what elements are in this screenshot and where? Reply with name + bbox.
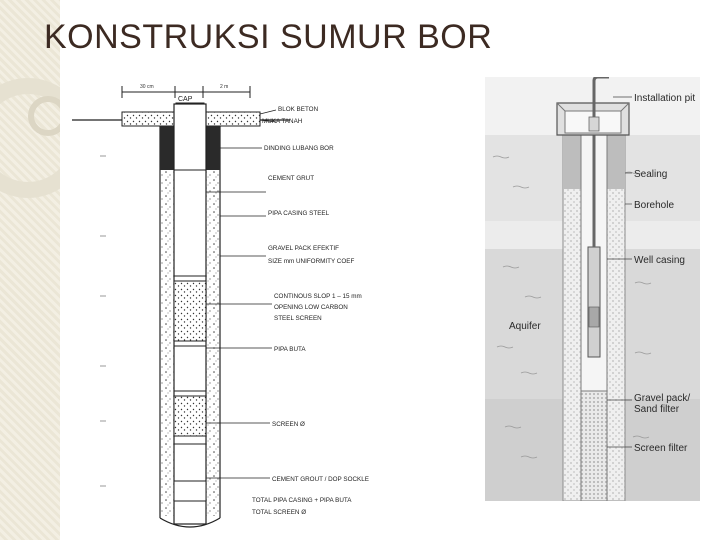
label-total-screen: TOTAL SCREEN Ø — [252, 509, 306, 516]
cement-grout-left — [160, 126, 174, 170]
label-opening-low-carbon: OPENING LOW CARBON — [274, 304, 348, 311]
slide-title: KONSTRUKSI SUMUR BOR — [44, 18, 493, 56]
label-size-uniformity: SIZE mm UNIFORMITY COEF — [268, 258, 354, 265]
cap-label: CAP — [178, 96, 193, 103]
concrete-block-right — [203, 111, 261, 127]
well-construction-drawing: 30 cm 2 m CAP — [60, 66, 420, 530]
label-gravel-pack: GRAVEL PACK EFEKTIF — [268, 245, 339, 252]
label-cement-grut: CEMENT GRUT — [268, 175, 314, 182]
label-continous-slop: CONTINOUS SLOP 1 – 15 mm — [274, 293, 362, 300]
soil-texture-marks — [492, 155, 652, 459]
label-well-casing: Well casing — [634, 255, 685, 266]
bottom-plug — [173, 480, 207, 502]
drawing-background — [60, 66, 420, 530]
illustration-leader-lines — [607, 96, 632, 448]
label-sealing: Sealing — [634, 169, 667, 180]
label-steel-screen: STEEL SCREEN — [274, 315, 322, 322]
label-cement-grout-dop: CEMENT GROUT / DOP SOCKLE — [272, 476, 369, 483]
screen-section — [173, 280, 207, 342]
scale-marks — [100, 155, 106, 487]
screen-filter — [580, 390, 608, 501]
concrete-block-left — [121, 111, 177, 127]
label-gravel-pack: Gravel pack/ — [634, 393, 690, 404]
label-screen-filter: Screen filter — [634, 443, 688, 454]
outlet-pipe — [592, 77, 609, 117]
screen-section — [173, 395, 207, 437]
submersible-pump — [587, 246, 601, 358]
cement-grout-right — [206, 126, 220, 170]
label-pipa-casing-steel: PIPA CASING STEEL — [268, 210, 330, 217]
label-dinding-lubang-bor: DINDING LUBANG BOR — [264, 145, 334, 152]
label-muka-tanah: MUKA TANAH — [262, 118, 303, 125]
label-blok-beton: BLOK BETON — [278, 106, 319, 113]
dimension-label: 30 cm — [140, 84, 154, 90]
illustration-labels: Installation pit Sealing Borehole Well c… — [509, 93, 695, 454]
label-total-pipa-casing: TOTAL PIPA CASING + PIPA BUTA — [252, 497, 352, 504]
drawing-labels: BLOK BETON MUKA TANAH DINDING LUBANG BOR… — [252, 106, 369, 516]
label-screen: SCREEN Ø — [272, 421, 305, 428]
label-borehole: Borehole — [634, 200, 674, 211]
label-pipa-buta: PIPA BUTA — [274, 346, 306, 353]
label-installation-pit: Installation pit — [634, 93, 695, 104]
label-aquifer: Aquifer — [509, 321, 541, 332]
leader-lines — [206, 109, 277, 479]
well-cross-section-illustration: Installation pit Sealing Borehole Well c… — [485, 77, 700, 501]
label-sand-filter: Sand filter — [634, 404, 680, 415]
dimension-label: 2 m — [220, 84, 228, 90]
